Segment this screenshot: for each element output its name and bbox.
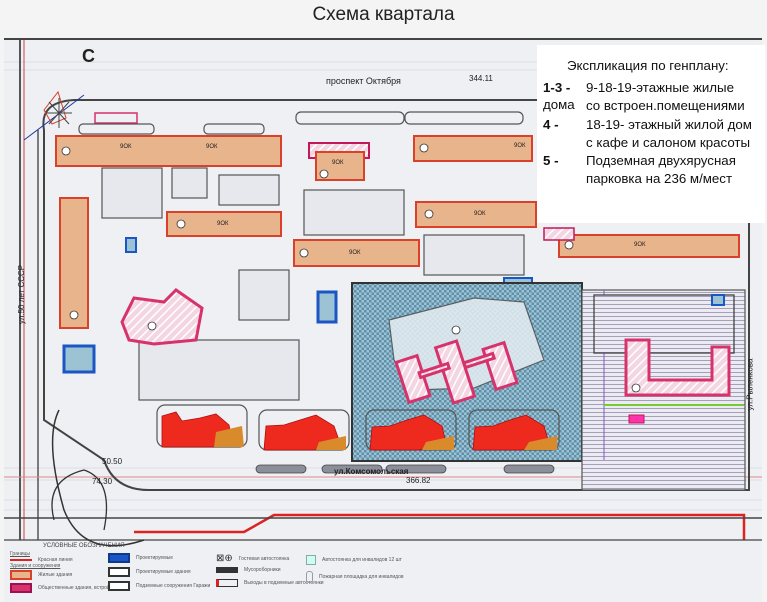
elevation-south-left: 74.30	[92, 477, 113, 486]
legend-item-disabled-parking: Автостоянка для инвалидов 12 шт	[306, 555, 402, 565]
site-plan-drawing	[4, 40, 762, 547]
legend-item-public: Общественные здания, встройки	[10, 583, 115, 593]
legend-item-exits: Выходы в подземные автостоянки	[216, 579, 324, 587]
planned-building-swatch-icon	[108, 567, 130, 577]
red-line-icon	[10, 559, 32, 561]
underground-swatch-icon	[108, 581, 130, 591]
legend-item-underground: Подземные сооружения Гаражи	[108, 581, 210, 591]
building-label: 9ОК	[120, 144, 132, 150]
legend-item-planned: Проектируемые	[108, 553, 173, 563]
compass-north-label: С	[82, 46, 95, 66]
public-swatch-icon	[10, 583, 32, 593]
street-label-north: проспект Октября	[326, 76, 401, 86]
legend-item-guest-parking: ⊠⊕ Гостевая автостоянка	[216, 553, 290, 564]
explication-number: 4 -	[543, 117, 559, 132]
garbage-icon	[216, 567, 238, 573]
exit-ramp-icon	[216, 579, 238, 587]
explication-item: 1-3 -9-18-19-этажные жилые дома	[543, 79, 765, 113]
elevation-sw: 50.50	[102, 457, 123, 466]
building-label: 9ОК	[206, 144, 218, 150]
map-legend: Условные обозначения Границы Красная лин…	[8, 543, 748, 598]
legend-item-residential: Жилые здания	[10, 570, 72, 580]
legend-item-garbage: Мусороборники	[216, 567, 281, 573]
legend-item-fire-area: Пожарная площадка для инвалидов	[306, 571, 404, 583]
explication-text: 18-19- этажный жилой дом	[586, 117, 752, 132]
building-label: 9ОК	[217, 221, 229, 227]
explication-text: 9-18-19-этажные жилые дома	[543, 80, 735, 112]
building-label: 9ОК	[349, 250, 361, 256]
legend-item-red-line: Красная линия	[10, 557, 73, 563]
explication-text: Подземная двухярусная	[586, 153, 736, 168]
guest-parking-icon: ⊠⊕	[216, 553, 233, 564]
legend-group-borders: Границы	[10, 551, 30, 557]
explication-panel: Экспликация по генплану: 1-3 -9-18-19-эт…	[537, 45, 765, 223]
planned-swatch-icon	[108, 553, 130, 563]
building-label: 9ОК	[474, 211, 486, 217]
residential-swatch-icon	[10, 570, 32, 580]
explication-text-continued: с кафе и салоном красоты	[586, 135, 751, 150]
explication-item: 4 - 18-19- этажный жилой дом	[543, 116, 752, 133]
explication-text-continued: парковка на 236 м/мест	[586, 171, 733, 186]
explication-text-continued: со встроен.помещениями	[586, 98, 745, 113]
elevation-south: 366.82	[406, 476, 431, 485]
street-label-east: ул.Рыленкова	[745, 358, 755, 411]
street-label-west: ул.50 лет СССР	[17, 264, 27, 325]
legend-item-planned-buildings: Проектируемые здания	[108, 567, 191, 577]
fire-area-icon	[306, 571, 313, 583]
explication-heading: Экспликация по генплану:	[567, 58, 729, 73]
legend-group-buildings: Здания и сооружения	[10, 563, 61, 569]
street-label-south: ул.Комсомольская	[334, 467, 409, 476]
legend-title: Условные обозначения	[43, 543, 125, 549]
building-label: 9ОК	[634, 242, 646, 248]
building-label: 9ОК	[514, 143, 526, 149]
compass-rose-icon	[23, 90, 85, 141]
elevation-north: 344.11	[469, 74, 493, 83]
building-label: 9ОК	[332, 160, 344, 166]
explication-item: 5 - Подземная двухярусная	[543, 152, 736, 169]
page-title: Схема квартала	[312, 4, 455, 25]
explication-number: 5 -	[543, 153, 559, 168]
disabled-parking-icon	[306, 555, 316, 565]
explication-number: 1-3 -	[543, 80, 571, 95]
